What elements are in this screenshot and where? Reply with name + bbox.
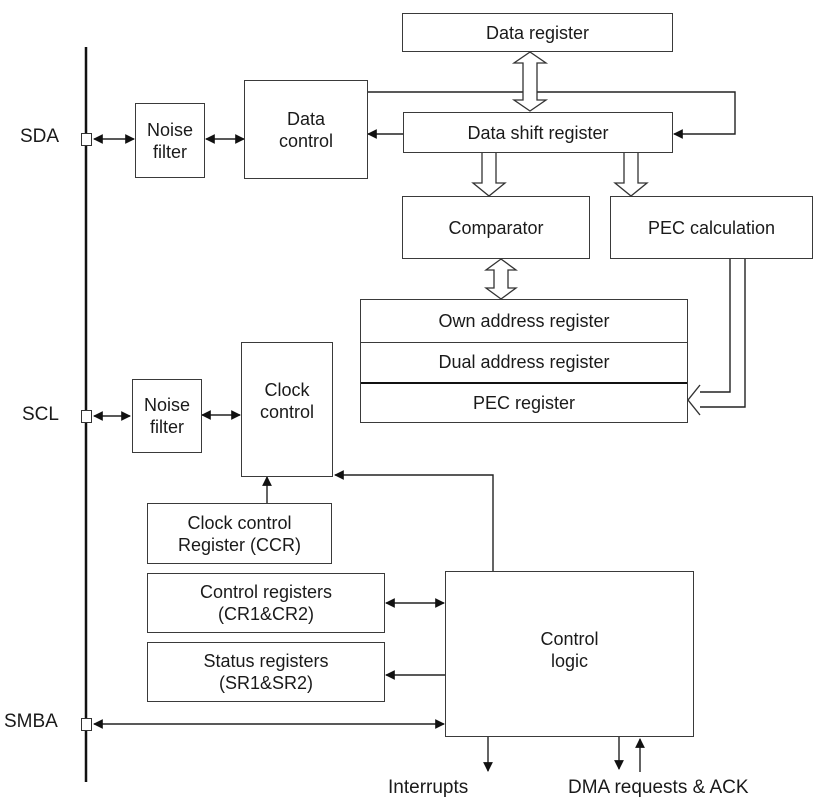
clock-control-register-label: Clock control Register (CCR) bbox=[177, 512, 301, 555]
noise-filter-sda: Noise filter bbox=[135, 103, 205, 178]
pec-calculation: PEC calculation bbox=[610, 196, 813, 259]
shift-pec-bus-arrow bbox=[613, 153, 649, 197]
data-control: Data control bbox=[244, 80, 368, 179]
data-register: Data register bbox=[402, 13, 673, 52]
control-logic-label: Control logic bbox=[540, 629, 599, 671]
interrupts-label: Interrupts bbox=[388, 777, 469, 798]
status-registers-label: Status registers (SR1&SR2) bbox=[203, 651, 329, 693]
noise-filter-sda-label: Noise filter bbox=[146, 119, 194, 162]
data-shift-register-label: Data shift register bbox=[467, 122, 609, 143]
data-register-label: Data register bbox=[485, 22, 590, 43]
address-register-stack: Own address register Dual address regist… bbox=[360, 299, 688, 423]
controllogic-to-clockcontrol-link bbox=[334, 470, 494, 572]
comparator-label: Comparator bbox=[448, 217, 544, 238]
shift-comparator-bus-arrow bbox=[471, 153, 507, 197]
pin-smba bbox=[81, 718, 92, 731]
clock-control-label: Clock control bbox=[259, 380, 315, 422]
clock-control-register: Clock control Register (CCR) bbox=[147, 503, 332, 564]
status-registers: Status registers (SR1&SR2) bbox=[147, 642, 385, 702]
data-control-label: Data control bbox=[278, 108, 334, 151]
datareg-shift-bus-arrow bbox=[511, 51, 549, 112]
pec-calc-to-reg-line-a bbox=[700, 258, 731, 393]
control-registers-label: Control registers (CR1&CR2) bbox=[199, 582, 333, 624]
pec-calc-to-reg-line-b bbox=[700, 258, 746, 408]
datacontrol-to-shift-loop bbox=[367, 91, 736, 139]
data-shift-register: Data shift register bbox=[403, 112, 673, 153]
pec-register: PEC register bbox=[361, 382, 687, 422]
control-logic: Control logic bbox=[445, 571, 694, 737]
pin-label-sda: SDA bbox=[20, 126, 60, 147]
pin-label-smba: SMBA bbox=[4, 711, 58, 732]
pin-sda bbox=[81, 133, 92, 146]
noise-filter-scl-label: Noise filter bbox=[143, 395, 191, 437]
control-registers: Control registers (CR1&CR2) bbox=[147, 573, 385, 633]
comparator-address-bus-arrow bbox=[484, 258, 518, 300]
noise-filter-scl: Noise filter bbox=[132, 379, 202, 453]
pec-reg-arrow-head bbox=[687, 384, 701, 416]
comparator: Comparator bbox=[402, 196, 590, 259]
clock-control: Clock control bbox=[241, 342, 333, 477]
pin-scl bbox=[81, 410, 92, 423]
dma-label: DMA requests & ACK bbox=[568, 777, 749, 798]
pec-calculation-label: PEC calculation bbox=[647, 217, 776, 238]
pin-label-scl: SCL bbox=[22, 404, 59, 425]
own-address-register: Own address register bbox=[438, 310, 610, 331]
dual-address-register: Dual address register bbox=[361, 342, 687, 382]
